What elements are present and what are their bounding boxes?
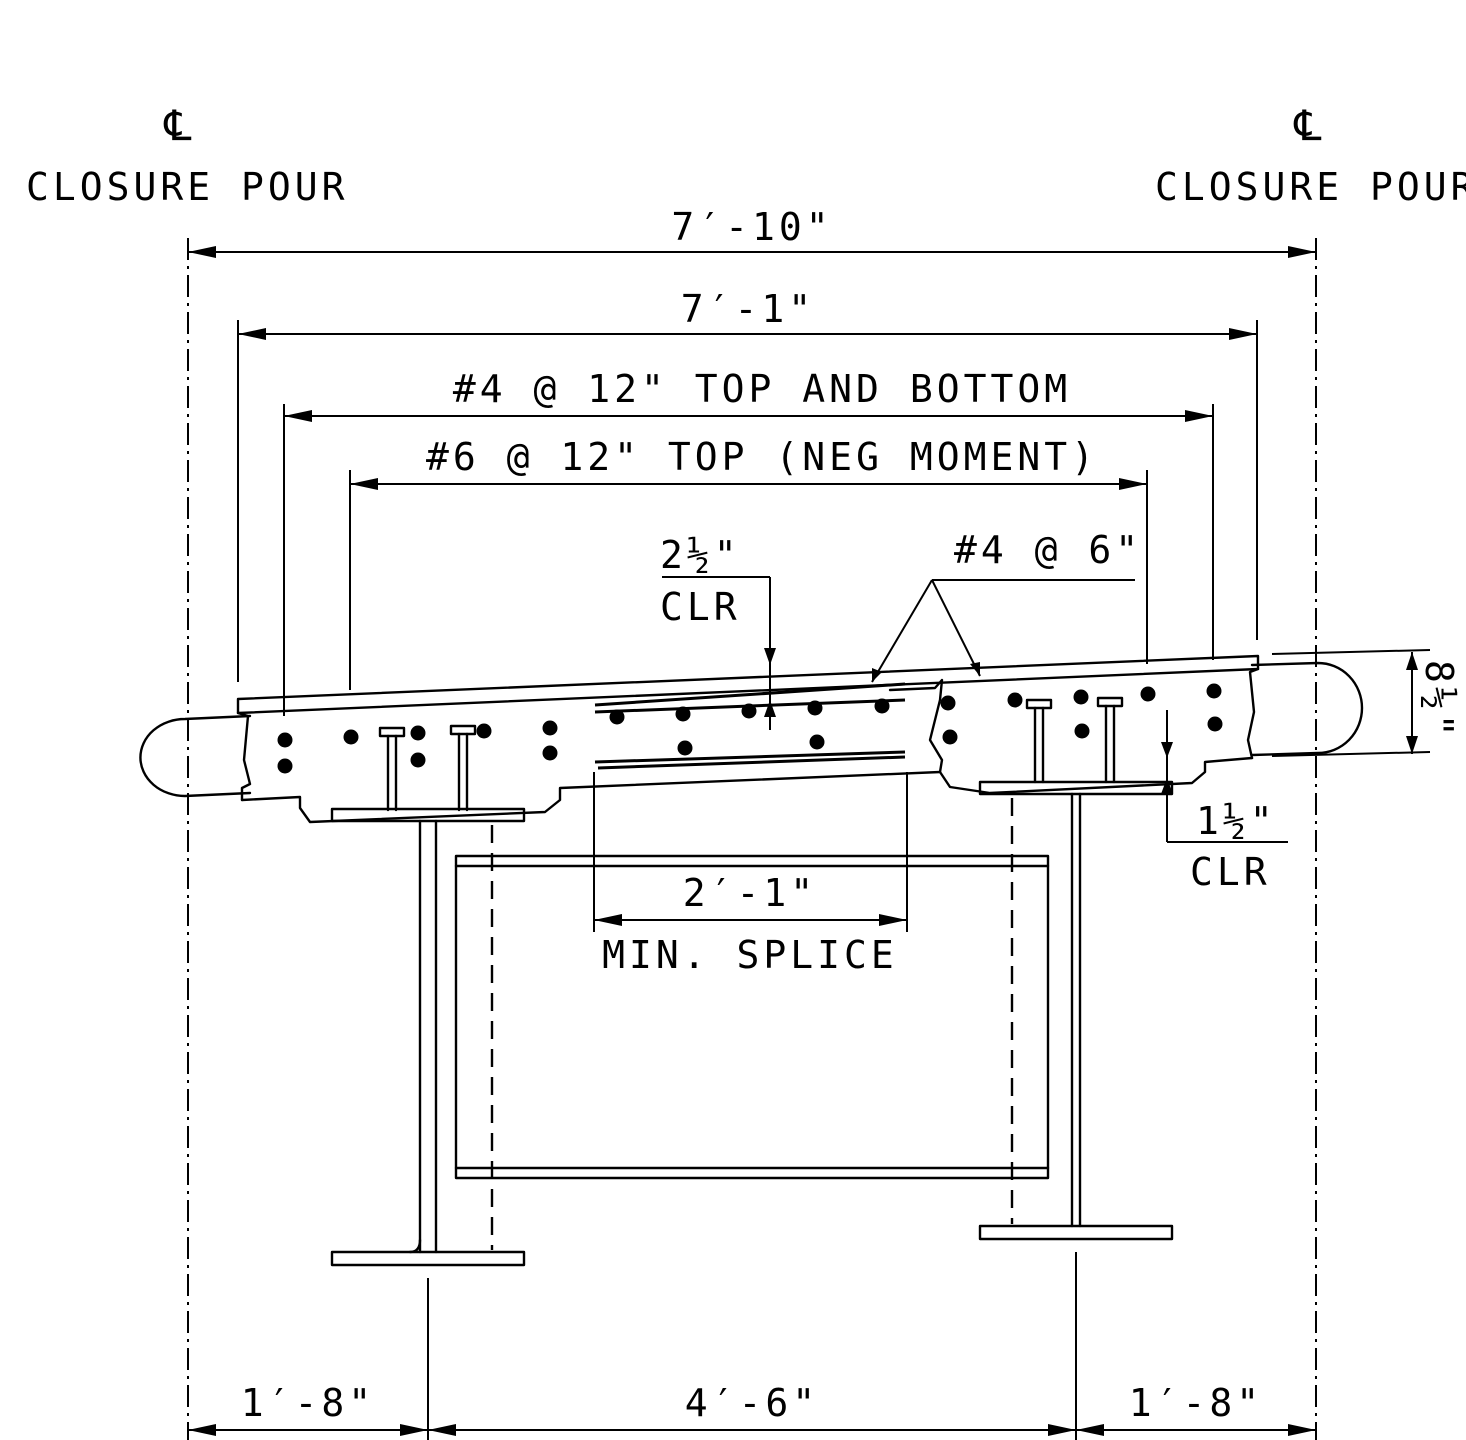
slab-thickness-text: 8½": [1417, 660, 1461, 741]
slab-thickness-dimension: 8½": [1271, 649, 1461, 757]
splice-dimension: 2′-1" MIN. SPLICE: [593, 772, 908, 977]
top-clear-value: 2½": [660, 533, 741, 577]
steel-girder-left: [330, 807, 526, 1267]
panel-width-dimension: 7′-1": [237, 287, 1258, 682]
splice-label-text: MIN. SPLICE: [602, 933, 898, 977]
rebar-dots: [277, 683, 1223, 774]
shear-studs-left: [378, 724, 477, 812]
bottom-clear-cover-callout: 1½" CLR: [1161, 710, 1288, 894]
bottom-spacing-dimensions: 1′-8" 4′-6" 1′-8": [188, 1252, 1316, 1440]
centerline-symbol-right: ℄: [1294, 101, 1326, 150]
panel-width-text: 7′-1": [681, 287, 815, 331]
rebar-4-at-6-callout: #4 @ 6": [871, 528, 1142, 683]
top-clear-cover-callout: 2½" CLR: [660, 533, 776, 730]
bottom-clear-value: 1½": [1196, 799, 1277, 843]
rebar-6-top-text: #6 @ 12" TOP (NEG MOMENT): [426, 435, 1098, 479]
overall-width-dimension: 7′-10": [188, 205, 1316, 258]
deck-slab: [139, 654, 1364, 824]
closure-pour-label-left: CLOSURE POUR: [26, 165, 349, 209]
shear-studs-right: [1025, 696, 1124, 784]
bottom-clear-label: CLR: [1190, 850, 1271, 894]
girder-spacing-text: 4′-6": [685, 1381, 819, 1425]
steel-girder-right: [978, 780, 1174, 1241]
right-overhang-text: 1′-8": [1129, 1381, 1263, 1425]
rebar-4-top-bottom-text: #4 @ 12" TOP AND BOTTOM: [453, 367, 1071, 411]
splice-length-text: 2′-1": [683, 871, 817, 915]
top-clear-label: CLR: [660, 585, 741, 629]
rebar-6-top-extent: #6 @ 12" TOP (NEG MOMENT): [349, 435, 1148, 690]
left-overhang-text: 1′-8": [241, 1381, 375, 1425]
closure-pour-label-right: CLOSURE POUR: [1155, 165, 1466, 209]
centerline-symbol-left: ℄: [164, 101, 196, 150]
overall-width-text: 7′-10": [671, 205, 832, 249]
rebar-4-top-bottom-extent: #4 @ 12" TOP AND BOTTOM: [283, 367, 1214, 716]
diaphragm: [454, 854, 1050, 1180]
rebar-4-at-6-text: #4 @ 6": [954, 528, 1142, 572]
